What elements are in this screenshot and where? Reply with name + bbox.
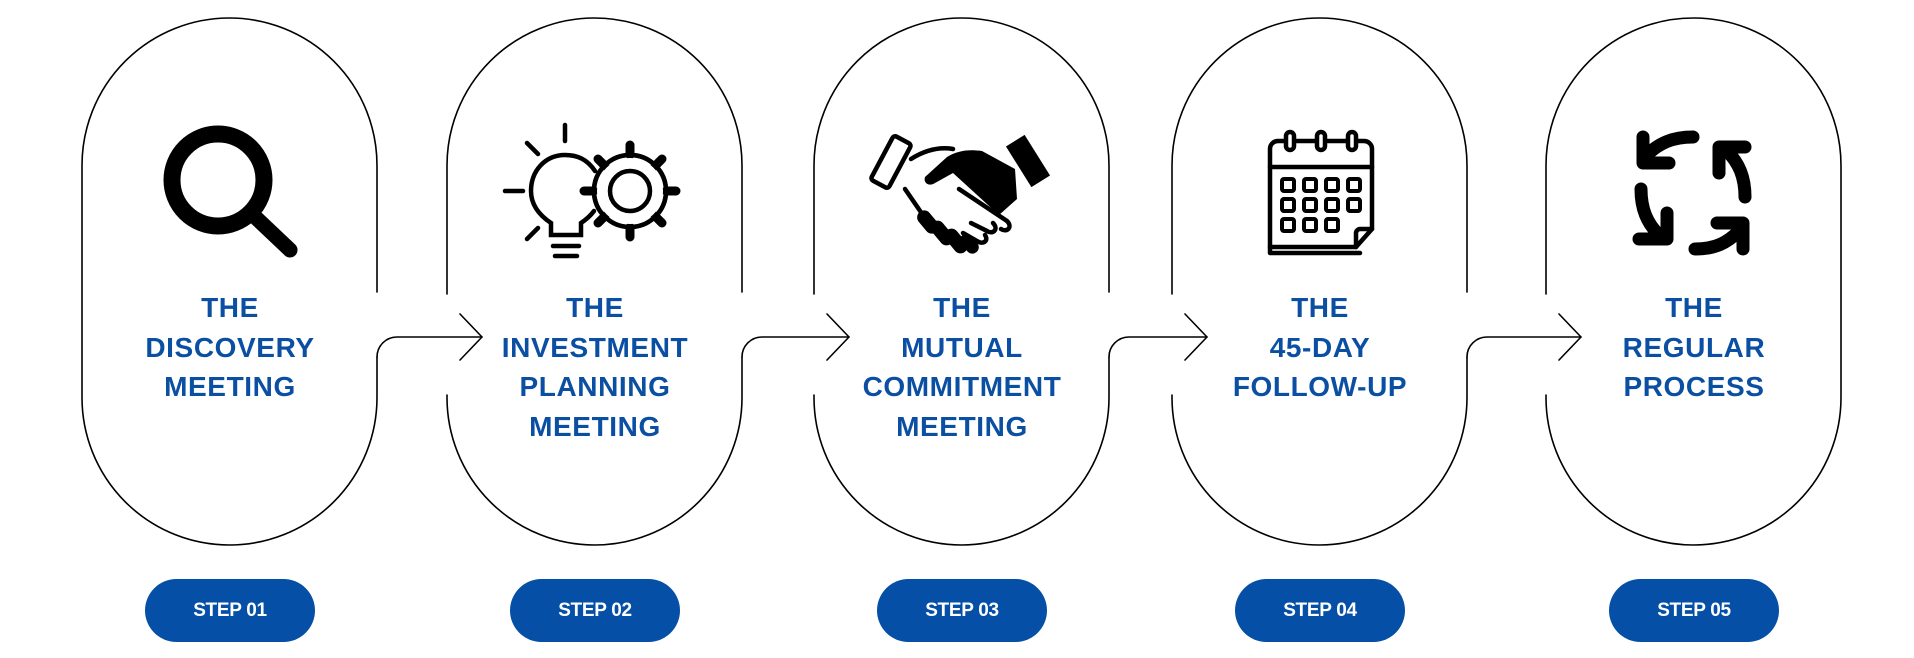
- calendar-icon: [1172, 118, 1468, 270]
- pill-outline-bottom: [446, 356, 743, 546]
- step-badge: STEP 01: [145, 579, 315, 642]
- step-title-line: THE: [1665, 292, 1723, 323]
- connector-arrowhead: [1558, 313, 1582, 361]
- connector-arrowhead: [826, 313, 850, 361]
- pill-outline: [1545, 17, 1842, 546]
- step-title: THE INVESTMENT PLANNING MEETING: [427, 288, 763, 446]
- step-2: THE INVESTMENT PLANNING MEETING STEP 02: [447, 0, 743, 658]
- pill-outline-top: [446, 17, 743, 295]
- connector-arrowhead: [459, 313, 483, 361]
- step-title-line: DISCOVERY: [145, 331, 315, 363]
- step-title-line: PLANNING: [519, 371, 671, 402]
- connector-line: [741, 336, 850, 358]
- connector-line: [1108, 336, 1208, 358]
- pill-outline-top: [813, 17, 1110, 295]
- step-1: THE DISCOVERY MEETING STEP 01: [82, 0, 378, 658]
- step-title-line: FOLLOW-UP: [1232, 371, 1408, 402]
- step-title-line: 45-DAY: [1269, 331, 1371, 363]
- step-3: THE MUTUAL COMMITMENT MEETING STEP 03: [814, 0, 1110, 658]
- step-title: THE MUTUAL COMMITMENT MEETING: [794, 288, 1130, 446]
- step-title: THE 45-DAY FOLLOW-UP: [1152, 288, 1488, 407]
- step-title-line: THE: [933, 292, 991, 323]
- step-5: THE REGULAR PROCESS STEP 05: [1546, 0, 1842, 658]
- step-badge: STEP 04: [1235, 579, 1405, 642]
- step-badge: STEP 03: [877, 579, 1047, 642]
- step-title-line: PROCESS: [1623, 371, 1765, 402]
- step-title-line: MUTUAL: [901, 331, 1023, 363]
- step-title-line: THE: [201, 292, 259, 323]
- pill-outline-bottom: [813, 356, 1110, 546]
- pill-outline-top: [1171, 17, 1468, 295]
- step-title-line: MEETING: [896, 410, 1028, 442]
- cycle-arrows-icon: [1546, 118, 1842, 270]
- step-title-line: REGULAR: [1622, 331, 1766, 363]
- connector-arrowhead: [1184, 313, 1208, 361]
- search-icon: [82, 118, 378, 270]
- connector-line: [376, 336, 483, 358]
- lightbulb-gear-icon: [447, 118, 743, 270]
- pill-outline-bottom: [1171, 356, 1468, 546]
- step-title-line: THE: [566, 292, 624, 323]
- step-badge: STEP 02: [510, 579, 680, 642]
- step-title-line: MEETING: [164, 371, 296, 402]
- step-title-line: COMMITMENT: [862, 371, 1062, 402]
- pill-outline: [81, 17, 378, 546]
- handshake-icon: [814, 118, 1110, 270]
- step-title: THE DISCOVERY MEETING: [62, 288, 398, 407]
- step-badge: STEP 05: [1609, 579, 1779, 642]
- step-4: THE 45-DAY FOLLOW-UP STEP 04: [1172, 0, 1468, 658]
- step-title: THE REGULAR PROCESS: [1526, 288, 1862, 407]
- step-title-line: INVESTMENT: [501, 331, 689, 363]
- step-title-line: MEETING: [529, 410, 661, 442]
- connector-line: [1466, 336, 1582, 358]
- step-title-line: THE: [1291, 292, 1349, 323]
